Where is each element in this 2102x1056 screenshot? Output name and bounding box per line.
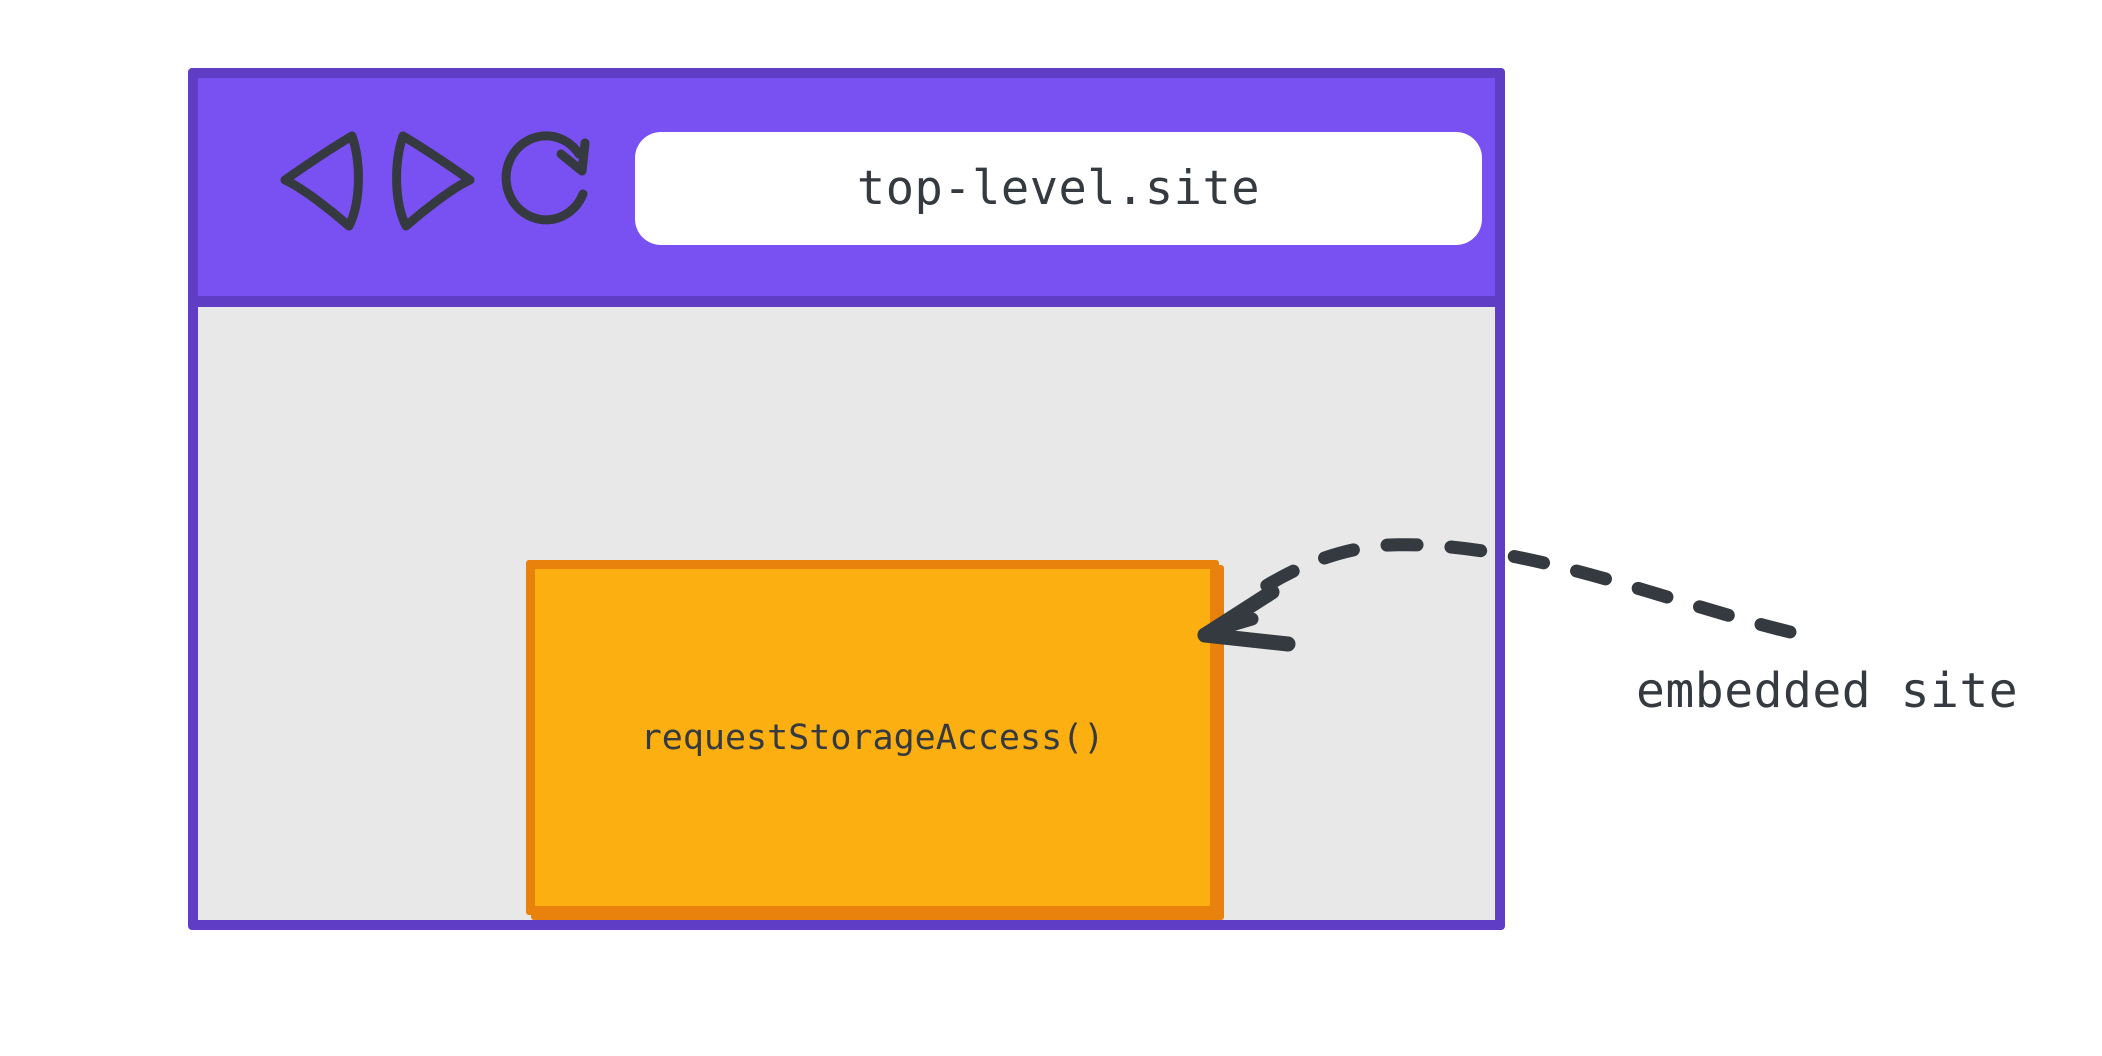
browser-toolbar: top-level.site	[198, 78, 1495, 296]
address-bar[interactable]: top-level.site	[635, 132, 1482, 245]
browser-window: top-level.site requestStorageAccess()	[188, 68, 1505, 930]
address-bar-value: top-level.site	[856, 161, 1261, 216]
forward-button[interactable]	[386, 126, 482, 236]
reload-icon	[501, 131, 590, 225]
embedded-site-callout-label: embedded site	[1636, 663, 2019, 719]
forward-arrow-icon	[392, 131, 475, 231]
embedded-frame-body: requestStorageAccess()	[526, 560, 1219, 915]
back-arrow-icon	[280, 131, 363, 231]
embedded-frame[interactable]: requestStorageAccess()	[526, 560, 1224, 920]
page-viewport: requestStorageAccess()	[198, 307, 1495, 920]
toolbar-divider	[198, 296, 1495, 307]
back-button[interactable]	[273, 126, 369, 236]
embedded-frame-label: requestStorageAccess()	[640, 717, 1105, 758]
reload-button[interactable]	[499, 126, 595, 236]
navigation-controls	[273, 126, 653, 236]
